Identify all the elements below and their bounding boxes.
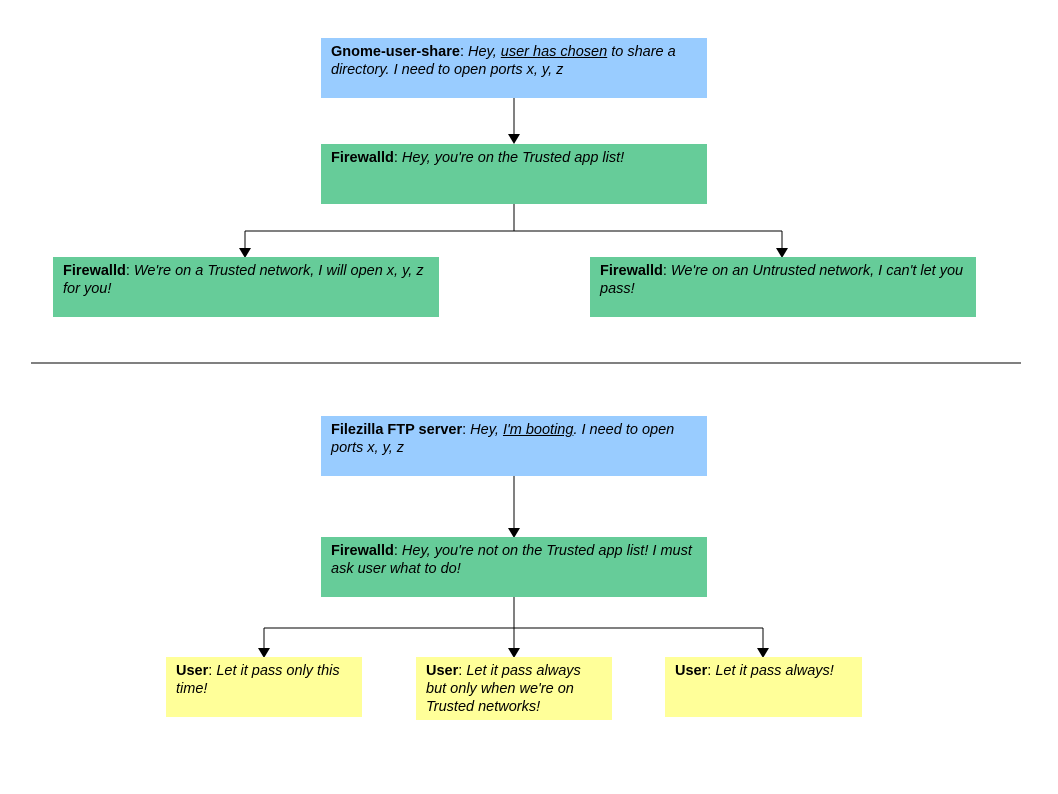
actor-label: Firewalld bbox=[331, 150, 394, 166]
firewalld-trusted-app-box: Firewalld: Hey, you're on the Trusted ap… bbox=[321, 144, 707, 204]
separator: : bbox=[393, 543, 402, 559]
firewalld-not-trusted-app-box: Firewalld: Hey, you're not on the Truste… bbox=[321, 537, 707, 597]
actor-label: Filezilla FTP server bbox=[331, 422, 463, 438]
actor-label: Firewalld bbox=[331, 543, 394, 559]
separator: : bbox=[458, 663, 467, 679]
firewalld-untrusted-network-box: Firewalld: We're on an Untrusted network… bbox=[590, 257, 976, 317]
separator: : bbox=[462, 422, 471, 438]
firewalld-trusted-network-box: Firewalld: We're on a Trusted network, I… bbox=[53, 257, 439, 317]
separator: : bbox=[208, 663, 217, 679]
message-text: Let it pass always but only when we're o… bbox=[426, 663, 581, 715]
user-option-trusted-networks-box: User: Let it pass always but only when w… bbox=[416, 657, 612, 720]
message-text: Hey, bbox=[470, 422, 503, 438]
actor-label: Firewalld bbox=[63, 263, 126, 279]
message-text: Let it pass always! bbox=[715, 663, 834, 679]
message-text: We're on an Untrusted network, I can't l… bbox=[600, 263, 964, 297]
separator: : bbox=[707, 663, 716, 679]
gnome-user-share-request-box: Gnome-user-share: Hey, user has chosen t… bbox=[321, 38, 707, 98]
separator: : bbox=[662, 263, 671, 279]
message-text: We're on a Trusted network, I will open … bbox=[63, 263, 424, 297]
message-underlined-text: user has chosen bbox=[500, 44, 608, 60]
message-text: Let it pass only this time! bbox=[176, 663, 340, 697]
filezilla-request-box: Filezilla FTP server: Hey, I'm booting. … bbox=[321, 416, 707, 476]
message-text: to share a directory. I need to open por… bbox=[331, 44, 676, 78]
user-option-once-box: User: Let it pass only this time! bbox=[166, 657, 362, 717]
message-underlined-text: I'm booting bbox=[502, 422, 574, 438]
message-text: Hey, bbox=[468, 44, 501, 60]
actor-label: Firewalld bbox=[600, 263, 663, 279]
actor-label: User bbox=[426, 663, 459, 679]
separator: : bbox=[125, 263, 134, 279]
separator: : bbox=[393, 150, 402, 166]
separator: : bbox=[459, 44, 468, 60]
user-option-always-box: User: Let it pass always! bbox=[665, 657, 862, 717]
actor-label: User bbox=[675, 663, 708, 679]
actor-label: Gnome-user-share bbox=[331, 44, 460, 60]
actor-label: User bbox=[176, 663, 209, 679]
message-text: Hey, you're on the Trusted app list! bbox=[401, 150, 625, 166]
message-text: . I need to open ports x, y, z bbox=[331, 422, 675, 456]
message-text: Hey, you're not on the Trusted app list!… bbox=[331, 543, 692, 577]
